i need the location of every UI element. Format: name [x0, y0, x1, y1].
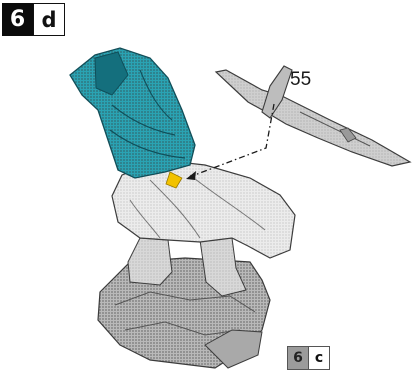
- reference-badge: 6 c: [287, 346, 330, 370]
- teal-cloak: [70, 48, 195, 178]
- sword-part: [216, 66, 410, 166]
- reference-sub-letter: c: [308, 347, 329, 369]
- rock-base: [98, 258, 270, 368]
- part-number-label: 55: [290, 69, 311, 91]
- reference-number: 6: [288, 347, 308, 369]
